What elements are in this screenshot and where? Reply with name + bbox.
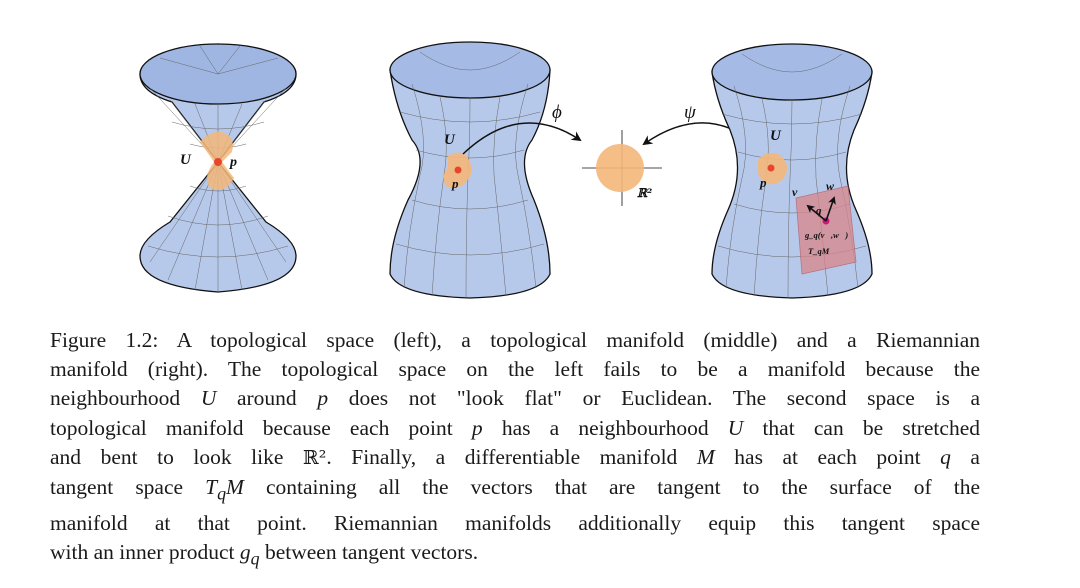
- math-R2: ℝ²: [302, 446, 327, 469]
- caption-line-1: Figure 1.2: A topological space (left), …: [50, 326, 980, 355]
- caption-text: a: [950, 444, 980, 469]
- caption-line-8: with an inner product gq between tangent…: [50, 538, 980, 574]
- math-U: U: [200, 386, 217, 411]
- math-p: p: [471, 415, 483, 440]
- point-p-right: [767, 164, 775, 172]
- caption-text: does not "look flat" or Euclidean. The s…: [328, 386, 980, 411]
- label-p-right: p: [759, 175, 767, 190]
- point-p-left: [214, 158, 222, 166]
- label-p-middle: p: [451, 176, 459, 191]
- caption-line-2: manifold (right). The topological space …: [50, 355, 980, 384]
- label-phi: ϕ: [552, 102, 562, 123]
- label-U-left: U: [180, 152, 192, 168]
- caption-text: around: [216, 386, 318, 411]
- label-vec-v: v⃗: [792, 185, 807, 199]
- figure-caption: Figure 1.2: A topological space (left), …: [50, 326, 980, 573]
- label-U-middle: U: [444, 132, 456, 148]
- figure-illustration: U p U p ϕ ℝ² ψ: [139, 41, 873, 299]
- caption-text: manifold at that point. Riemannian manif…: [50, 510, 980, 535]
- caption-text: topological manifold because each point: [50, 415, 472, 440]
- flat-disk: [596, 144, 644, 192]
- caption-text: . Finally, a differentiable manifold: [326, 444, 697, 469]
- topological-manifold: U p: [389, 41, 551, 299]
- math-p: p: [317, 386, 329, 411]
- label-R2: ℝ²: [637, 186, 652, 200]
- caption-text: has a neighbourhood: [482, 415, 728, 440]
- label-psi: ψ: [684, 102, 697, 123]
- caption-text: tangent space: [50, 475, 206, 500]
- middle-surface: [389, 69, 551, 299]
- label-p-left: p: [229, 155, 237, 170]
- math-M: M: [226, 475, 244, 500]
- caption-text: containing all the vectors that are tang…: [243, 475, 981, 500]
- math-U: U: [727, 415, 744, 440]
- math-M: M: [696, 444, 715, 469]
- caption-text: between tangent vectors.: [259, 539, 479, 564]
- point-p-middle: [454, 166, 462, 174]
- vector-v-arrow: [806, 204, 827, 222]
- math-q: q: [940, 444, 951, 469]
- caption-text: that can be stretched: [743, 415, 980, 440]
- caption-text: Figure 1.2: A topological space (left), …: [50, 328, 980, 352]
- caption-text: has at each point: [714, 444, 941, 469]
- caption-line-6: tangent space TqM containing all the vec…: [50, 473, 980, 509]
- label-U-right: U: [770, 128, 782, 144]
- euclidean-plane: ℝ²: [582, 130, 662, 206]
- caption-line-7: manifold at that point. Riemannian manif…: [50, 509, 980, 538]
- caption-text: neighbourhood: [50, 386, 201, 411]
- vector-w-arrow: [825, 196, 836, 222]
- label-metric: g_q(v⃗,w⃗): [804, 230, 848, 240]
- caption-text: manifold (right). The topological space …: [50, 357, 980, 382]
- caption-line-4: topological manifold because each point …: [50, 414, 980, 443]
- label-vec-w: w⃗: [826, 179, 843, 193]
- label-tangent-space: T_qM: [808, 246, 830, 256]
- caption-text: with an inner product: [50, 539, 240, 564]
- math-q-sub: q: [250, 548, 260, 569]
- map-arrow-phi: [462, 122, 582, 155]
- label-q: q: [816, 205, 822, 217]
- caption-line-5: and bent to look like ℝ². Finally, a dif…: [50, 443, 980, 473]
- math-g: g: [239, 539, 251, 564]
- caption-text: and bent to look like: [50, 444, 303, 469]
- caption-line-3: neighbourhood U around p does not "look …: [50, 384, 980, 413]
- double-cone: U p: [139, 43, 297, 293]
- math-T: T: [205, 475, 218, 500]
- math-q-sub: q: [217, 483, 227, 504]
- riemannian-manifold: U p v⃗ w⃗ q g_q(v⃗,w⃗) T_qM: [711, 43, 873, 299]
